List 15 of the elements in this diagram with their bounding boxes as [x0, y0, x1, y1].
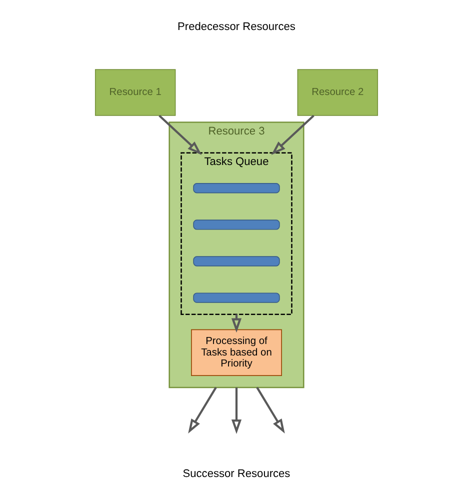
- node-box: Resource 1: [94, 69, 176, 116]
- node-box: Processing of Tasks based on Priority: [190, 329, 282, 376]
- node-bar: [192, 256, 280, 266]
- node-bar: [192, 292, 280, 303]
- arrow: [158, 114, 202, 156]
- arrow: [270, 114, 314, 156]
- label: Predecessor Resources: [177, 20, 295, 33]
- label: Successor Resources: [182, 468, 290, 480]
- cluster: Tasks Queue: [180, 152, 292, 315]
- arrow: [188, 386, 216, 434]
- node-bar: [192, 183, 280, 194]
- arrow: [230, 387, 242, 434]
- arrow: [256, 386, 284, 434]
- node-box: Resource 2: [296, 69, 378, 116]
- node-bar: [192, 220, 280, 230]
